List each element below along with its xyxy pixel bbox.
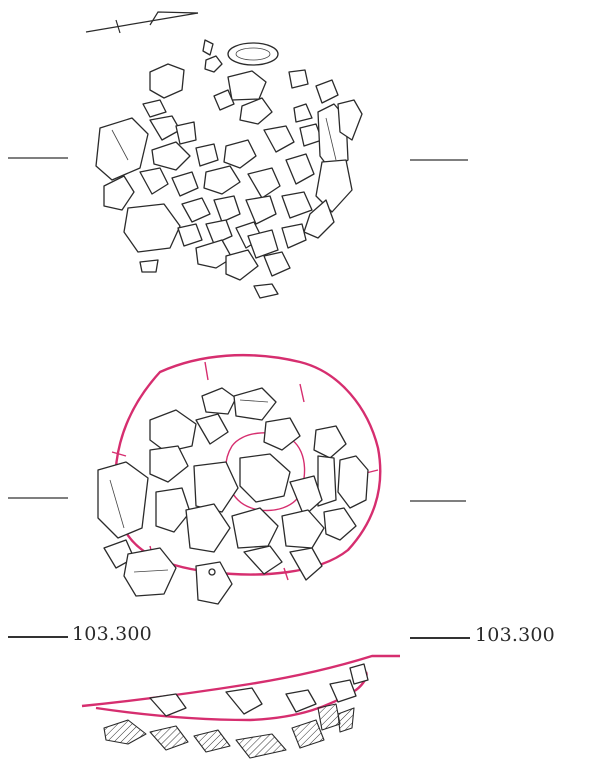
lower-stone-packing [97,387,369,605]
upper-stone-scatter [95,39,363,299]
elevation-label-left: 103.300 [72,623,152,645]
elevation-line-left [8,636,68,638]
north-arrow-icon [85,11,199,34]
elevation-label-right: 103.300 [475,624,555,646]
section-profile [81,654,400,759]
elevation-line-right [410,637,470,639]
